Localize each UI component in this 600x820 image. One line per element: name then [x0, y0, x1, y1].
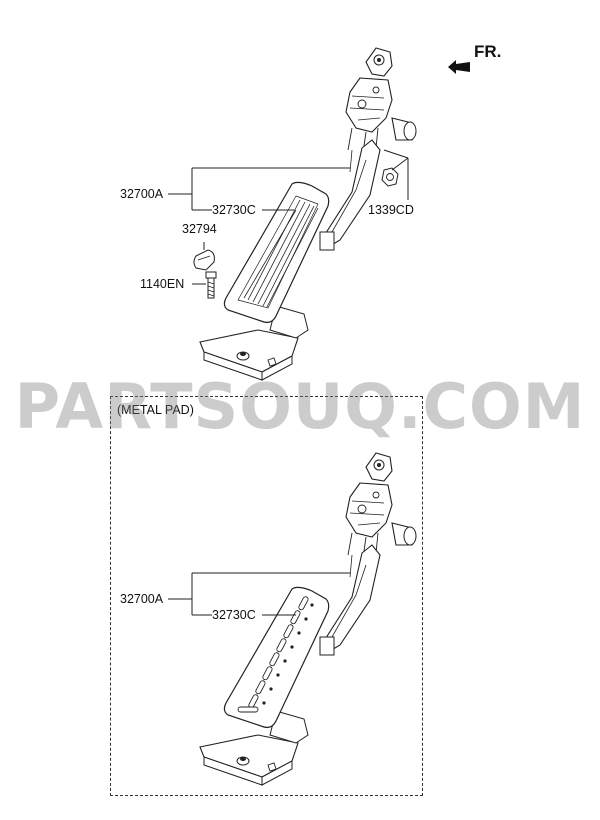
label-nut[interactable]: 1339CD [368, 203, 414, 217]
label-stopper[interactable]: 32794 [182, 222, 217, 236]
metal-pad-variant-title: (METAL PAD) [117, 403, 194, 417]
label-assembly-upper[interactable]: 32700A [120, 187, 164, 201]
upper-pedal-assembly [168, 47, 417, 381]
front-direction-arrow-icon [448, 60, 470, 74]
metal-pad-variant-box [110, 396, 423, 796]
label-assembly-lower[interactable]: 32700A [120, 592, 164, 606]
label-pad-lower[interactable]: 32730C [212, 608, 256, 622]
bolt-part [205, 271, 217, 299]
stopper-part [193, 249, 215, 271]
nut-part [381, 167, 399, 187]
front-direction-label: FR. [474, 42, 502, 61]
lower-pedal-assembly [168, 452, 417, 786]
label-bolt[interactable]: 1140EN [140, 277, 185, 291]
label-pad-upper[interactable]: 32730C [212, 203, 256, 217]
